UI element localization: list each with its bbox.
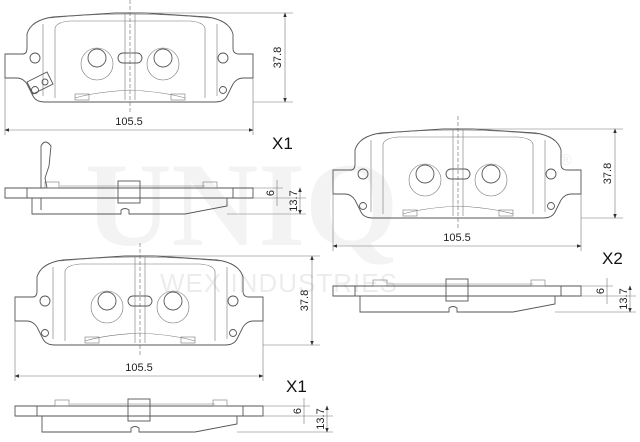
side-clip — [530, 279, 546, 287]
side-friction-material — [31, 198, 228, 215]
clip-tab — [498, 209, 514, 217]
watermark: UNIQ WEX INDUSTRIES ® — [85, 138, 573, 298]
pad-front-view — [14, 243, 264, 355]
total-thickness: 13.7 — [315, 408, 327, 429]
mounting-hole — [163, 291, 183, 311]
wear-sensor-clip — [40, 141, 52, 210]
height-dimension: 37.8 — [272, 47, 284, 68]
height-dimension: 37.8 — [299, 290, 311, 311]
width-dimension: 105.5 — [443, 232, 471, 244]
pad-view-3: 37.8 105.5X1 6 13.7 — [14, 243, 333, 433]
piston-circle — [146, 47, 180, 81]
side-friction-material — [41, 416, 238, 433]
mounting-hole — [219, 86, 227, 94]
side-friction-material — [359, 296, 556, 313]
plate-thickness: 6 — [595, 288, 607, 294]
side-clip — [54, 399, 70, 407]
mounting-hole — [229, 329, 237, 337]
side-center-tab — [117, 180, 141, 204]
pad-view-2: 37.8 105.5X2 6 13.7 — [332, 116, 636, 313]
height-dimension: 37.8 — [602, 163, 614, 184]
piston-circle — [90, 290, 124, 324]
mounting-hole — [41, 329, 49, 337]
total-thickness: 13.7 — [618, 288, 630, 309]
mounting-hole — [29, 52, 41, 64]
mounting-hole — [481, 164, 501, 184]
piston-circle — [474, 163, 508, 197]
mounting-hole — [87, 48, 107, 68]
side-center-tab — [127, 398, 151, 422]
width-dimension: 105.5 — [125, 362, 153, 374]
side-backing-plate — [14, 405, 264, 417]
piston-circle — [80, 47, 114, 81]
quantity-label: X1 — [272, 134, 293, 153]
side-clip — [202, 181, 218, 189]
clip-tab — [180, 336, 196, 344]
wear-sensor-hole — [41, 78, 49, 86]
pad-view-1: 37.8 105.5X1 6 13.7 — [4, 0, 306, 215]
quantity-label: X1 — [286, 377, 307, 396]
backing-plate-outline — [4, 12, 254, 103]
side-clip — [212, 399, 228, 407]
backing-plate-outline — [14, 255, 264, 346]
mounting-hole — [227, 295, 239, 307]
wear-sensor — [26, 71, 54, 95]
side-center-tab — [445, 278, 469, 302]
piston-circle — [156, 290, 190, 324]
mounting-hole — [547, 202, 555, 210]
total-thickness: 13.7 — [288, 190, 300, 211]
side-clip — [44, 181, 60, 189]
plate-thickness: 6 — [292, 408, 304, 414]
watermark-tagline: WEX INDUSTRIES — [160, 268, 398, 298]
backing-plate-outline — [332, 128, 582, 219]
mounting-hole — [39, 295, 51, 307]
center-slot — [127, 295, 153, 307]
pad-front-view — [4, 0, 254, 112]
pad-front-view — [332, 116, 582, 228]
watermark-brand: UNIQ — [85, 138, 398, 271]
mounting-hole — [97, 291, 117, 311]
quantity-label: X2 — [602, 249, 623, 268]
mounting-hole — [357, 168, 369, 180]
center-slot — [445, 168, 471, 180]
width-dimension: 105.5 — [115, 116, 143, 128]
center-slot — [117, 52, 143, 64]
pad-side-view — [4, 141, 254, 215]
side-clip — [372, 279, 388, 287]
friction-groove — [134, 257, 146, 343]
mounting-hole — [217, 52, 229, 64]
clip-tab — [170, 93, 186, 101]
piston-circle — [408, 163, 442, 197]
watermark-registered: ® — [560, 152, 573, 169]
clip-tab — [84, 336, 100, 344]
mounting-hole — [359, 202, 367, 210]
mounting-hole — [545, 168, 557, 180]
friction-groove — [452, 130, 464, 216]
clip-tab — [402, 209, 418, 217]
friction-groove — [124, 14, 136, 100]
mounting-hole — [153, 48, 173, 68]
clip-tab — [74, 93, 90, 101]
pad-side-view — [14, 398, 264, 433]
plate-thickness: 6 — [265, 190, 277, 196]
mounting-hole — [415, 164, 435, 184]
